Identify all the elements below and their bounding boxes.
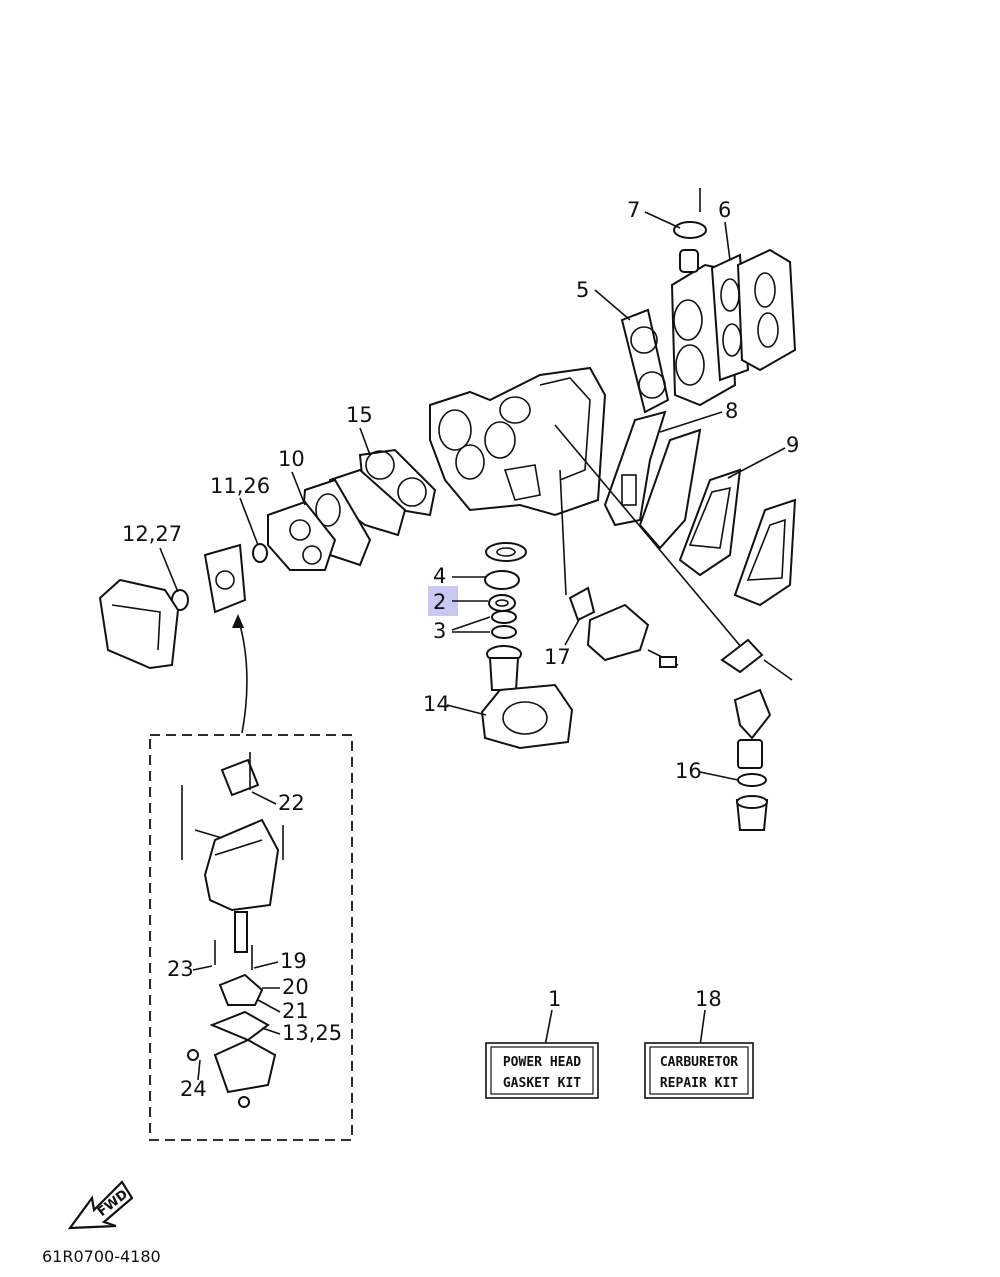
carburetor-kit-line2: REPAIR KIT xyxy=(660,1076,738,1091)
callout-4[interactable]: 4 xyxy=(433,564,446,588)
fuel-filter xyxy=(554,424,793,831)
callout-23[interactable]: 23 xyxy=(167,957,194,981)
callout-22[interactable]: 22 xyxy=(278,791,305,815)
callout-20[interactable]: 20 xyxy=(282,975,309,999)
callout-19[interactable]: 19 xyxy=(280,949,307,973)
fuel-pump xyxy=(559,469,679,668)
callout-8[interactable]: 8 xyxy=(725,399,738,423)
intake-manifold-gaskets xyxy=(301,448,437,567)
reed-valve xyxy=(252,500,337,571)
intake-silencer xyxy=(98,543,247,670)
crankshaft-seals xyxy=(484,542,527,691)
fwd-arrow-icon: FWD xyxy=(67,1180,134,1230)
power-head-kit-line1: POWER HEAD xyxy=(503,1055,581,1070)
callout-14[interactable]: 14 xyxy=(423,692,450,716)
callout-9[interactable]: 9 xyxy=(786,433,799,457)
callout-10[interactable]: 10 xyxy=(278,447,305,471)
cylinder-head xyxy=(670,248,797,407)
callout-1[interactable]: 1 xyxy=(548,987,561,1011)
callout-24[interactable]: 24 xyxy=(180,1077,207,1101)
crankcase-gasket xyxy=(480,683,574,750)
callout-7[interactable]: 7 xyxy=(627,198,640,222)
callout-21[interactable]: 21 xyxy=(282,999,309,1023)
carburetor-repair-kit[interactable]: CARBURETOR REPAIR KIT xyxy=(644,1042,754,1099)
callout-5[interactable]: 5 xyxy=(576,278,589,302)
carburetor-assembly xyxy=(149,614,353,1141)
diagram-code: 61R0700-4180 xyxy=(42,1247,161,1266)
callout-17[interactable]: 17 xyxy=(544,645,571,669)
callout-3[interactable]: 3 xyxy=(433,619,446,643)
callout-11-26[interactable]: 11,26 xyxy=(210,474,270,498)
carburetor-kit-line1: CARBURETOR xyxy=(660,1055,738,1070)
cylinder-block xyxy=(429,366,607,517)
callout-2[interactable]: 2 xyxy=(433,590,446,614)
head-gasket xyxy=(620,308,670,414)
callout-13-25[interactable]: 13,25 xyxy=(282,1021,342,1045)
power-head-gasket-kit[interactable]: POWER HEAD GASKET KIT xyxy=(485,1042,599,1099)
callout-12-27[interactable]: 12,27 xyxy=(122,522,182,546)
exhaust-cover-gasket xyxy=(603,410,797,607)
callout-18[interactable]: 18 xyxy=(695,987,722,1011)
callout-16[interactable]: 16 xyxy=(675,759,702,783)
thermostat-cover xyxy=(673,188,707,273)
callout-labels: 7 6 5 8 9 15 10 11,26 12,27 4 2 3 17 14 … xyxy=(122,198,799,1101)
power-head-kit-line2: GASKET KIT xyxy=(503,1076,581,1091)
callout-6[interactable]: 6 xyxy=(718,198,731,222)
callout-15[interactable]: 15 xyxy=(346,403,373,427)
